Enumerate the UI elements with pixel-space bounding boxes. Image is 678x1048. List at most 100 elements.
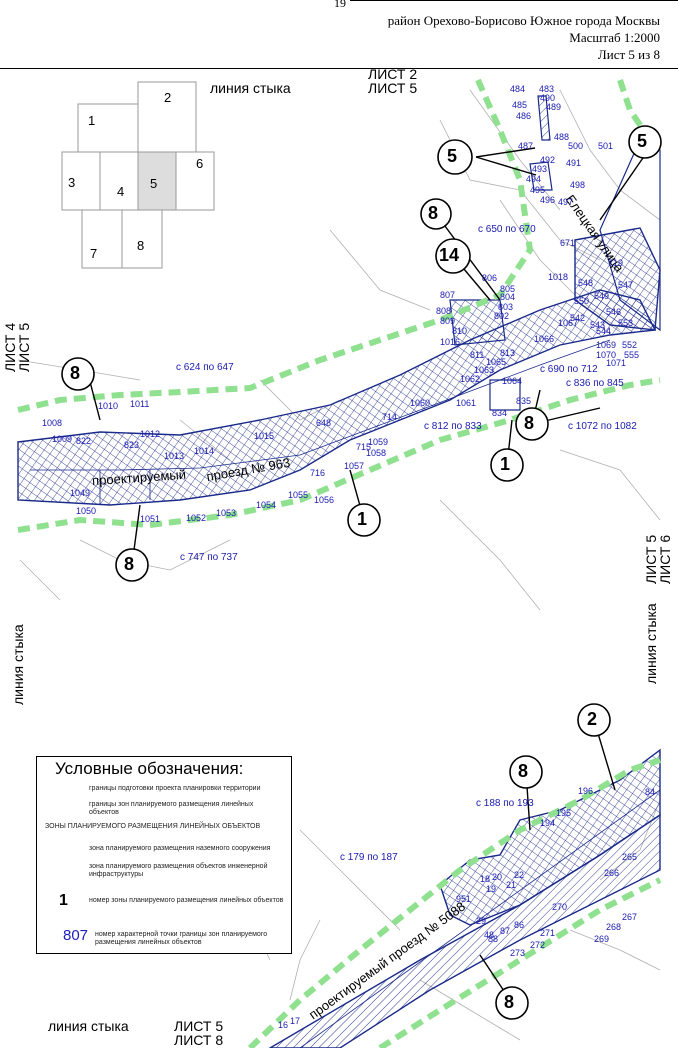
point-number: 500: [568, 141, 584, 151]
point-number: 273: [510, 948, 526, 958]
point-number: 719: [608, 258, 624, 268]
range-label: с 624 по 647: [176, 362, 234, 373]
left-sheet-b: ЛИСТ 5: [16, 322, 32, 372]
key-cell-4: 4: [117, 184, 125, 199]
point-number: 555: [624, 350, 640, 360]
point-number: 1059: [368, 437, 389, 447]
top-join-label: линия стыка: [210, 80, 291, 96]
point-number: 809: [440, 316, 456, 326]
point-number: 19: [486, 884, 497, 894]
zone-marker: 8: [504, 992, 515, 1012]
point-number: 1018: [548, 272, 569, 282]
point-number: 1071: [606, 358, 627, 368]
point-number: 549: [594, 291, 610, 301]
point-number: 543: [590, 320, 606, 330]
point-number: 485: [512, 100, 528, 110]
point-number: 492: [540, 155, 556, 165]
point-number: 267: [622, 912, 638, 922]
range-label: с 179 по 187: [340, 852, 398, 863]
point-number: 951: [456, 894, 472, 904]
point-number: 1060: [410, 398, 431, 408]
point-number: 716: [310, 468, 326, 478]
zone-marker: 8: [518, 761, 529, 781]
point-number: 195: [556, 808, 572, 818]
point-number: 483: [539, 84, 555, 94]
point-number: 494: [526, 174, 542, 184]
point-number: 1056: [314, 495, 335, 505]
point-number: 17: [290, 1016, 301, 1026]
point-number: 266: [604, 868, 620, 878]
point-number: 813: [500, 348, 516, 358]
point-number: 86: [514, 920, 525, 930]
bottom-join-label: линия стыка: [48, 1018, 129, 1034]
point-number: 542: [570, 313, 586, 323]
point-number: 548: [578, 278, 594, 288]
planning-boundary: [17, 78, 662, 1048]
road-963-corridor: [17, 289, 657, 506]
range-label: с 747 по 737: [180, 552, 238, 563]
range-label: с 690 по 712: [540, 364, 598, 375]
point-number: 1049: [70, 488, 91, 498]
key-cell-5: 5: [150, 176, 158, 191]
key-cell-3: 3: [68, 175, 76, 190]
point-number: 1054: [256, 500, 277, 510]
point-number: 272: [530, 940, 546, 950]
point-number: 16: [278, 1020, 289, 1030]
point-number: 270: [552, 902, 568, 912]
point-number: 498: [570, 180, 586, 190]
point-number: 802: [494, 311, 510, 321]
point-number: 1012: [140, 429, 161, 439]
point-number: 1062: [460, 374, 481, 384]
zone-marker: 5: [637, 131, 648, 151]
key-cell-7: 7: [90, 246, 98, 261]
zone-marker: 8: [70, 363, 81, 383]
header-rule: [350, 0, 678, 1]
legend-item-zone-number: номер зоны планируемого размещения линей…: [89, 897, 284, 904]
point-number: 671: [560, 238, 576, 248]
point-number: 1067: [558, 318, 579, 328]
point-number: 1053: [216, 508, 237, 518]
bottom-sheet-b: ЛИСТ 8: [174, 1032, 224, 1048]
point-number: 714: [382, 412, 398, 422]
point-number: 484: [510, 84, 526, 94]
key-cell-1: 1: [88, 113, 96, 128]
point-number: 1016: [440, 337, 461, 347]
point-number: 1009: [52, 434, 73, 444]
point-number: 491: [566, 158, 582, 168]
legend-item-zones-heading: ЗОНЫ ПЛАНИРУЕМОГО РАЗМЕЩЕНИЯ ЛИНЕЙНЫХ ОБ…: [45, 823, 261, 830]
point-number: 811: [470, 350, 485, 360]
zone-marker: 2: [587, 709, 598, 729]
legend-item-engineering: зона планируемого размещения объектов ин…: [89, 863, 268, 878]
point-number: 489: [546, 102, 562, 112]
point-number: 1010: [98, 401, 119, 411]
bottom-sheet-a: ЛИСТ 5: [174, 1018, 224, 1034]
point-number: 1061: [456, 398, 477, 408]
point-number: 808: [436, 306, 452, 316]
zone-marker: 1: [500, 454, 511, 474]
point-number: 553: [618, 318, 634, 328]
key-cell-8: 8: [137, 238, 145, 253]
point-number: 495: [530, 185, 546, 195]
point-number: 1065: [486, 357, 507, 367]
zone-marker: 8: [524, 413, 535, 433]
point-number: 1063: [474, 365, 495, 375]
point-number: 823: [124, 440, 140, 450]
range-label: с 1072 по 1082: [568, 421, 637, 432]
point-number: 715: [356, 442, 372, 452]
point-number: 1069: [596, 340, 617, 350]
right-join-label: линия стыка: [643, 603, 659, 684]
legend-box: Условные обозначения: границы подготовки…: [36, 756, 292, 954]
point-number: 1064: [502, 376, 523, 386]
point-number: 486: [516, 111, 532, 121]
point-number: 1052: [186, 513, 207, 523]
point-number: 807: [440, 290, 456, 300]
point-number: 1070: [596, 350, 617, 360]
point-number: 271: [540, 928, 556, 938]
point-number: 1013: [164, 451, 185, 461]
point-number: 269: [594, 934, 610, 944]
point-number: 84: [645, 787, 656, 797]
key-map: [61, 81, 215, 269]
point-number: 1051: [140, 514, 161, 524]
point-number: 805: [500, 284, 516, 294]
range-label: с 650 по 670: [478, 224, 536, 235]
